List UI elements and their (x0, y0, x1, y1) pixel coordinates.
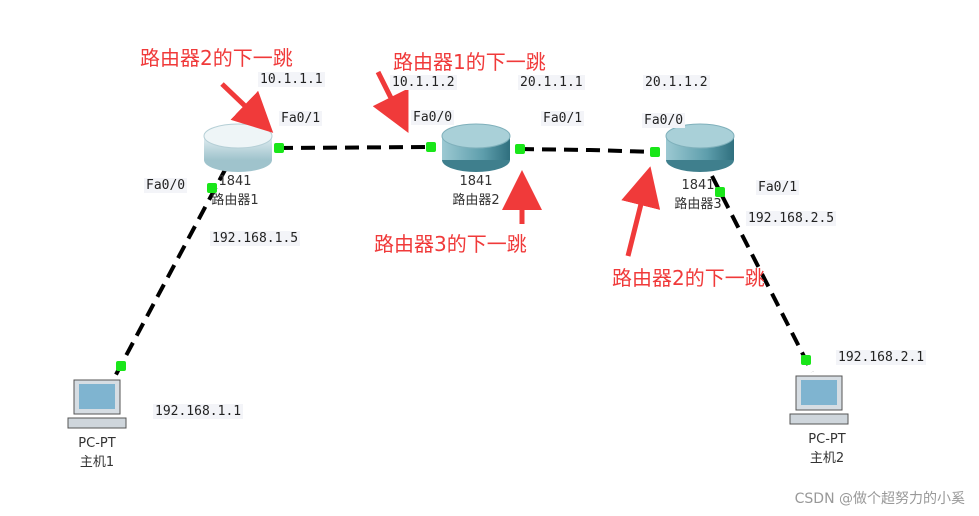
router1-label: 1841 路由器1 (205, 174, 265, 208)
link-r1-r2 (278, 145, 432, 150)
link-r2-r3 (519, 147, 656, 154)
router2-icon[interactable] (441, 123, 511, 172)
arrow-annotation-2 (372, 70, 409, 133)
pc2-label: PC-PT 主机2 (796, 432, 858, 466)
router3-name: 路由器3 (674, 197, 722, 212)
ip-pc2: 192.168.2.1 (836, 350, 927, 365)
watermark: CSDN @做个超努力的小奚 (794, 491, 965, 507)
port-r3-fa00 (650, 147, 660, 157)
port-r1-fa00 (207, 183, 217, 193)
annotation-1: 路由器2的下一跳 (140, 46, 293, 70)
if-r3-fa01: Fa0/1 (756, 180, 800, 195)
pc1-model: PC-PT (78, 436, 116, 451)
port-r1-fa01 (274, 143, 284, 153)
router3-model: 1841 (681, 178, 715, 193)
arrow-annotation-4 (621, 166, 661, 257)
port-r2-fa01 (515, 144, 525, 154)
ip-r3-fa00: 20.1.1.2 (643, 75, 710, 90)
if-r2-fa00: Fa0/0 (411, 110, 455, 125)
ip-r1-fa00: 192.168.1.5 (210, 231, 301, 246)
annotation-2: 路由器1的下一跳 (393, 50, 546, 74)
router1-name: 路由器1 (211, 193, 259, 208)
pc1-icon[interactable] (67, 379, 127, 429)
annotation-3: 路由器3的下一跳 (374, 232, 527, 256)
link-r1-pc1 (110, 167, 228, 383)
if-r2-fa01: Fa0/1 (541, 111, 585, 126)
link-r3-pc2 (710, 175, 814, 373)
ip-r2-fa01: 20.1.1.1 (518, 75, 585, 90)
if-r3-fa00: Fa0/0 (642, 113, 686, 128)
if-r1-fa01: Fa0/1 (279, 111, 323, 126)
if-r1-fa00: Fa0/0 (144, 178, 188, 193)
router2-name: 路由器2 (452, 193, 500, 208)
router2-model: 1841 (459, 174, 493, 189)
pc1-name: 主机1 (79, 455, 115, 470)
router3-icon[interactable] (665, 123, 735, 172)
router2-label: 1841 路由器2 (446, 174, 506, 208)
pc1-label: PC-PT 主机1 (66, 436, 128, 470)
ip-r3-fa01: 192.168.2.5 (746, 211, 837, 226)
port-pc2 (801, 355, 811, 365)
ip-pc1: 192.168.1.1 (153, 404, 244, 419)
annotation-4: 路由器2的下一跳 (612, 266, 765, 290)
router1-model: 1841 (218, 174, 252, 189)
port-r3-fa01 (715, 187, 725, 197)
ip-r1-fa01: 10.1.1.1 (258, 72, 325, 87)
ip-r2-fa00: 10.1.1.2 (390, 75, 457, 90)
port-pc1 (116, 361, 126, 371)
pc2-name: 主机2 (809, 451, 845, 466)
arrow-annotation-1 (220, 82, 274, 133)
port-r2-fa00 (426, 142, 436, 152)
pc2-model: PC-PT (808, 432, 846, 447)
pc2-icon[interactable] (789, 375, 849, 425)
router3-label: 1841 路由器3 (668, 178, 728, 212)
router1-icon[interactable] (203, 123, 273, 172)
